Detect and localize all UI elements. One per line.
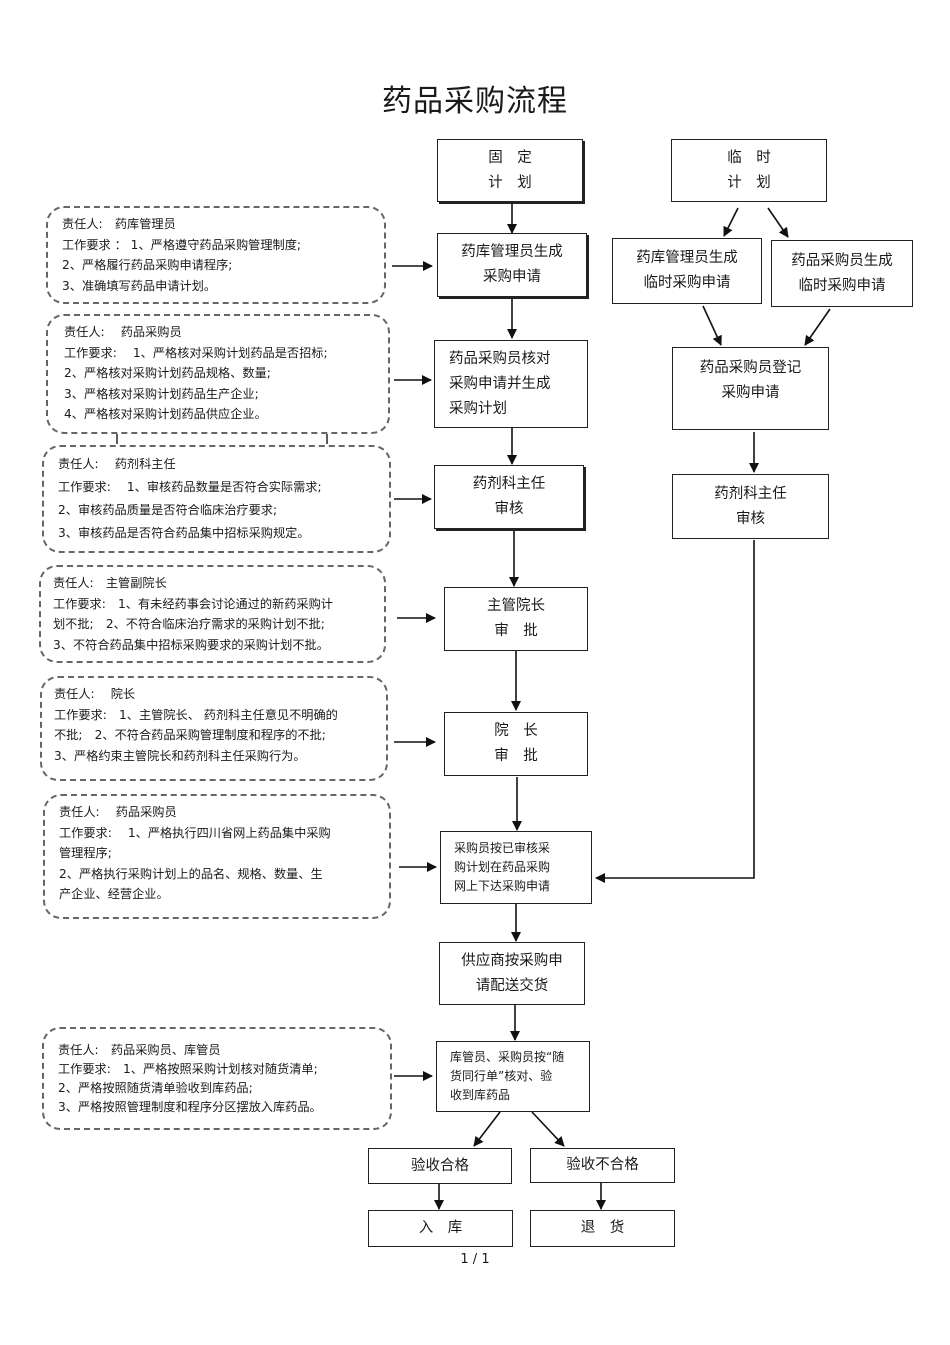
note-line: 工作要求: 1、有未经药事会讨论通过的新药采购计 xyxy=(53,596,333,611)
responsibility-note-receiving: 责任人: 药品采购员、库管员 工作要求: 1、严格按照采购计划核对随货清单; 2… xyxy=(42,1027,392,1130)
responsibility-note-purchaser: 责任人: 药品采购员 工作要求: 1、严格核对采购计划药品是否招标; 2、严格核… xyxy=(46,314,390,434)
step-generate-request: 药库管理员生成 采购申请 xyxy=(437,233,587,297)
note-line: 工作要求: 1、严格执行四川省网上药品集中采购 xyxy=(59,825,331,840)
note-line: 责任人: 药库管理员 xyxy=(62,217,176,231)
note-line: 工作要求: 1、审核药品数量是否符合实际需求; xyxy=(58,480,322,494)
responsibility-note-president: 责任人: 院长 工作要求: 1、主管院长、 药剂科主任意见不明确的 不批; 2、… xyxy=(40,676,388,781)
note-line: 管理程序; xyxy=(59,846,112,860)
note-line: 不批; 2、不符合药品采购管理制度和程序的不批; xyxy=(54,728,326,742)
temp-branch-purchaser-label: 药品采购员生成 临时采购申请 xyxy=(791,252,893,294)
result-return-label: 退 货 xyxy=(580,1220,625,1236)
fixed-plan-start: 固 定 计 划 xyxy=(437,139,583,202)
step-label: 库管员、采购员按“随 货同行单”核对、验 收到库药品 xyxy=(450,1050,565,1102)
note-line: 2、严格核对采购计划药品规格、数量; xyxy=(64,366,271,380)
step-online-order: 采购员按已审核采 购计划在药品采购 网上下达采购申请 xyxy=(440,831,592,904)
note-line: 2、严格按照随货清单验收到库药品; xyxy=(58,1081,253,1095)
step-president-approve: 院 长 审 批 xyxy=(444,712,588,776)
step-label: 药品采购员核对 采购申请并生成 采购计划 xyxy=(449,350,551,417)
result-pass-label: 验收合格 xyxy=(411,1157,469,1174)
temp-branch-purchaser: 药品采购员生成 临时采购申请 xyxy=(771,240,913,307)
note-line: 2、审核药品质量是否符合临床治疗要求; xyxy=(58,503,278,517)
temp-plan-start: 临 时 计 划 xyxy=(671,139,827,202)
note-line: 工作要求 ： 1、严格遵守药品采购管理制度; xyxy=(62,237,301,252)
temp-register-request: 药品采购员登记 采购申请 xyxy=(672,347,829,430)
note-line: 3、严格按照管理制度和程序分区摆放入库药品。 xyxy=(58,1100,322,1114)
note-line: 责任人: 药品采购员 xyxy=(59,805,177,819)
result-pass: 验收合格 xyxy=(368,1148,512,1184)
note-line: 工作要求: 1、主管院长、 药剂科主任意见不明确的 xyxy=(54,707,338,722)
note-line: 3、审核药品是否符合药品集中招标采购规定。 xyxy=(58,526,310,540)
step-label: 药库管理员生成 采购申请 xyxy=(461,244,563,285)
responsibility-note-online-purchase: 责任人: 药品采购员 工作要求: 1、严格执行四川省网上药品集中采购 管理程序;… xyxy=(43,794,391,919)
step-label: 供应商按采购申 请配送交货 xyxy=(461,952,563,994)
temp-review-label: 药剂科主任 审核 xyxy=(714,485,787,527)
responsibility-note-pharmacy-director: 责任人: 药剂科主任 工作要求: 1、审核药品数量是否符合实际需求; 2、审核药… xyxy=(42,445,391,553)
result-store: 入 库 xyxy=(368,1210,513,1247)
note-line: 责任人: 药剂科主任 xyxy=(58,457,176,471)
arrow-left-register xyxy=(702,305,722,346)
step-verify-request: 药品采购员核对 采购申请并生成 采购计划 xyxy=(434,340,588,428)
note-line: 3、准确填写药品申请计划。 xyxy=(62,278,217,293)
page-title: 药品采购流程 xyxy=(382,84,568,119)
step-vice-president-approve: 主管院长 审 批 xyxy=(444,587,588,651)
note-line: 2、严格履行药品采购申请程序; xyxy=(62,258,233,272)
step-pharmacy-director-review: 药剂科主任 审核 xyxy=(434,465,584,529)
step-supplier-delivery: 供应商按采购申 请配送交货 xyxy=(439,942,585,1005)
page-number: 1 / 1 xyxy=(460,1252,490,1267)
note-line: 3、不符合药品集中招标采购要求的采购计划不批。 xyxy=(53,637,329,652)
responsibility-note-warehouse: 责任人: 药库管理员 工作要求 ： 1、严格遵守药品采购管理制度; 2、严格履行… xyxy=(46,206,386,304)
step-label: 院 长 审 批 xyxy=(494,723,538,764)
arrow-right-register xyxy=(804,308,831,346)
note-line: 工作要求: 1、严格按照采购计划核对随货清单; xyxy=(58,1062,318,1076)
note-line: 4、严格核对采购计划药品供应企业。 xyxy=(64,407,267,421)
note-line: 3、严格约束主管院长和药剂科主任采购行为。 xyxy=(54,748,306,763)
temp-pharmacy-review: 药剂科主任 审核 xyxy=(672,474,829,539)
arrow-to-pass xyxy=(473,1111,501,1147)
result-fail: 验收不合格 xyxy=(530,1148,675,1183)
note-line: 责任人: 药品采购员 xyxy=(64,325,182,339)
temp-branch-warehouse-label: 药库管理员生成 临时采购申请 xyxy=(636,250,738,291)
step-check-receive: 库管员、采购员按“随 货同行单”核对、验 收到库药品 xyxy=(436,1041,590,1112)
note-line: 工作要求: 1、严格核对采购计划药品是否招标; xyxy=(64,345,328,360)
note-line: 产企业、经营企业。 xyxy=(59,887,169,901)
note-line: 2、严格执行采购计划上的品名、规格、数量、生 xyxy=(59,866,323,881)
fixed-plan-start-label: 固 定 计 划 xyxy=(488,149,532,191)
note-line: 3、严格核对采购计划药品生产企业; xyxy=(64,386,259,401)
note-line: 责任人: 院长 xyxy=(54,687,136,701)
step-label: 主管院长 审 批 xyxy=(487,598,545,639)
note-line: 责任人: 主管副院长 xyxy=(53,576,167,590)
temp-branch-warehouse: 药库管理员生成 临时采购申请 xyxy=(612,238,762,304)
step-label: 采购员按已审核采 购计划在药品采购 网上下达采购申请 xyxy=(454,841,551,893)
temp-register-label: 药品采购员登记 采购申请 xyxy=(699,360,802,401)
arrow-temp-left xyxy=(723,207,739,237)
step-label: 药剂科主任 审核 xyxy=(472,476,546,517)
temp-plan-start-label: 临 时 计 划 xyxy=(727,149,771,191)
result-fail-label: 验收不合格 xyxy=(566,1157,639,1173)
arrow-temp-right xyxy=(767,207,789,238)
arrow-to-fail xyxy=(531,1111,565,1147)
note-line: 责任人: 药品采购员、库管员 xyxy=(58,1043,221,1057)
result-return: 退 货 xyxy=(530,1210,675,1247)
arrow-review-to-purchase xyxy=(595,540,755,883)
result-store-label: 入 库 xyxy=(418,1220,463,1236)
note-line: 划不批; 2、不符合临床治疗需求的采购计划不批; xyxy=(53,617,325,631)
responsibility-note-vice-president: 责任人: 主管副院长 工作要求: 1、有未经药事会讨论通过的新药采购计 划不批;… xyxy=(39,565,386,663)
